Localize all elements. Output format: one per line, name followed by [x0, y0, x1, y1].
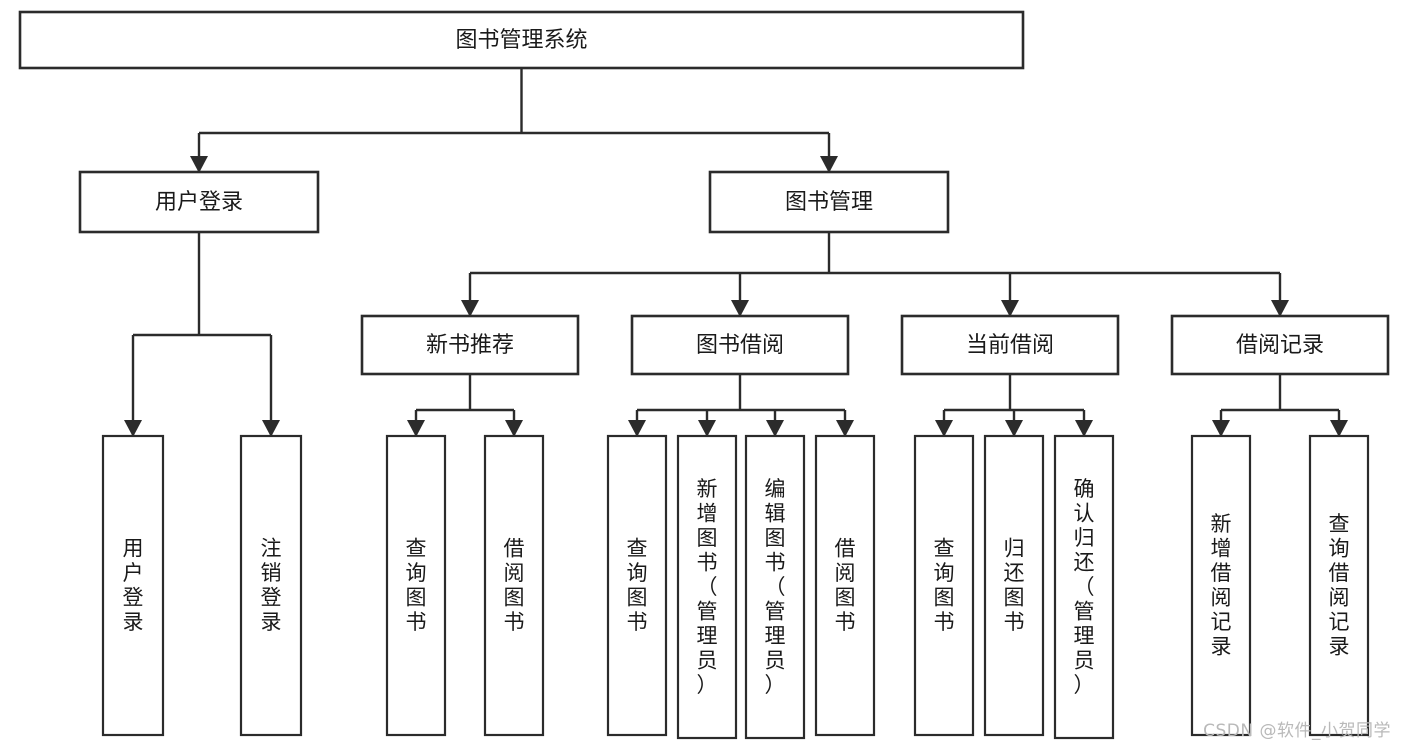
node-label: 编辑图书（管理员） [765, 477, 786, 697]
arrow-head-icon [1212, 420, 1230, 437]
node-box [900, 314, 1120, 376]
node-cb-confirm-return[interactable]: 确认归还（管理员） [1053, 434, 1115, 740]
node-bb-query-book[interactable]: 查询图书 [606, 434, 668, 737]
node-box [676, 434, 738, 740]
node-label: 借阅图书 [835, 537, 856, 635]
node-user-login-do[interactable]: 用户登录 [101, 434, 165, 737]
node-label: 借阅图书 [504, 537, 525, 635]
node-user-logout[interactable]: 注销登录 [239, 434, 303, 737]
arrow-head-icon [262, 420, 280, 437]
arrow-head-icon [1330, 420, 1348, 437]
node-label: 图书借阅 [696, 333, 784, 358]
node-bb-add-book[interactable]: 新增图书（管理员） [676, 434, 738, 740]
node-box [1190, 434, 1252, 737]
arrow-head-icon [935, 420, 953, 437]
node-box [814, 434, 876, 737]
node-book-management[interactable]: 图书管理 [708, 170, 950, 234]
arrow-head-icon [836, 420, 854, 437]
node-label: 归还图书 [1004, 537, 1025, 635]
node-label: 查询借阅记录 [1329, 512, 1350, 659]
arrow-head-icon [1075, 420, 1093, 437]
arrow-head-icon [461, 300, 479, 317]
node-bb-edit-book[interactable]: 编辑图书（管理员） [744, 434, 806, 740]
arrow-head-icon [1001, 300, 1019, 317]
node-label: 确认归还（管理员） [1074, 477, 1095, 697]
node-new-book-recommend[interactable]: 新书推荐 [360, 314, 580, 376]
node-label: 查询图书 [406, 537, 427, 635]
node-box [1170, 314, 1390, 376]
arrow-head-icon [731, 300, 749, 317]
node-box [1053, 434, 1115, 740]
watermark-label: CSDN @软件_小贺同学 [1203, 721, 1391, 741]
node-box [385, 434, 447, 737]
node-root[interactable]: 图书管理系统 [18, 10, 1025, 70]
arrow-head-icon [124, 420, 142, 437]
node-label: 新增图书（管理员） [697, 477, 718, 697]
node-label: 用户登录 [155, 190, 243, 215]
node-label: 用户登录 [123, 537, 144, 635]
node-label: 当前借阅 [966, 333, 1054, 358]
node-layer: 图书管理系统用户登录图书管理用户登录注销登录新书推荐图书借阅当前借阅借阅记录查询… [18, 10, 1390, 740]
node-box [1308, 434, 1370, 737]
node-label: 查询图书 [934, 537, 955, 635]
node-box [606, 434, 668, 737]
node-box [239, 434, 303, 737]
node-box [630, 314, 850, 376]
node-label: 注销登录 [261, 537, 282, 635]
node-cb-query-book[interactable]: 查询图书 [913, 434, 975, 737]
node-bb-borrow-book[interactable]: 借阅图书 [814, 434, 876, 737]
node-label: 查询图书 [627, 537, 648, 635]
node-cb-return-book[interactable]: 归还图书 [983, 434, 1045, 737]
node-box [744, 434, 806, 740]
node-br-query-record[interactable]: 查询借阅记录 [1308, 434, 1370, 737]
connector-layer [124, 68, 1348, 437]
node-nb-borrow-book[interactable]: 借阅图书 [483, 434, 545, 737]
node-label: 借阅记录 [1236, 333, 1324, 358]
node-book-borrow[interactable]: 图书借阅 [630, 314, 850, 376]
node-br-add-record[interactable]: 新增借阅记录 [1190, 434, 1252, 737]
arrow-head-icon [1005, 420, 1023, 437]
node-user-login[interactable]: 用户登录 [78, 170, 320, 234]
node-box [101, 434, 165, 737]
node-box [483, 434, 545, 737]
node-label: 图书管理 [785, 190, 873, 215]
node-current-borrow[interactable]: 当前借阅 [900, 314, 1120, 376]
node-box [983, 434, 1045, 737]
node-box [18, 10, 1025, 70]
node-label: 新增借阅记录 [1211, 512, 1232, 659]
arrow-head-icon [190, 156, 208, 173]
arrow-head-icon [698, 420, 716, 437]
arrow-head-icon [628, 420, 646, 437]
arrow-head-icon [1271, 300, 1289, 317]
arrow-head-icon [505, 420, 523, 437]
node-borrow-record[interactable]: 借阅记录 [1170, 314, 1390, 376]
node-box [78, 170, 320, 234]
arrow-head-icon [820, 156, 838, 173]
node-nb-query-book[interactable]: 查询图书 [385, 434, 447, 737]
node-box [708, 170, 950, 234]
node-box [913, 434, 975, 737]
node-box [360, 314, 580, 376]
arrow-head-icon [407, 420, 425, 437]
arrow-head-icon [766, 420, 784, 437]
node-label: 新书推荐 [426, 333, 514, 358]
node-label: 图书管理系统 [455, 28, 587, 53]
